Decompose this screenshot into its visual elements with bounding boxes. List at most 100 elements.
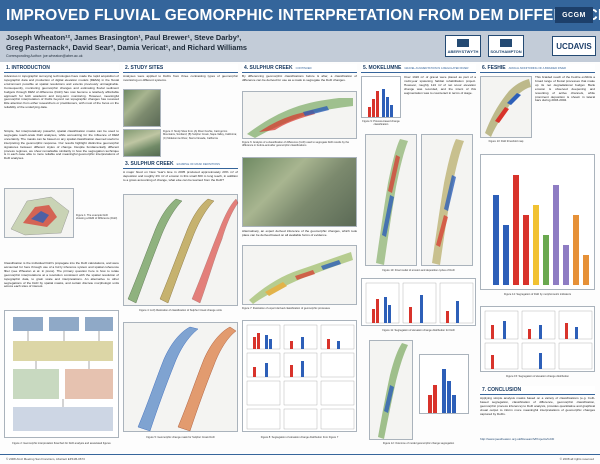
figure-13-dod-threshold (480, 76, 532, 138)
figure-8-caption: Figure 8: Segregation of elevation chang… (260, 436, 339, 439)
sulphur-heading-subtitle: EXAMPLE OF MASK DEFINITIONS (176, 163, 220, 166)
title-bar: IMPROVED FLUVIAL GEOMORPHIC INTERPRETATI… (0, 0, 600, 31)
change-histograms-graphic (246, 324, 355, 430)
expert-classification-graphic (249, 252, 353, 304)
figure-4-caption: Figure 4: A-D) Illustration of classific… (139, 309, 222, 312)
change-mask-graphic (137, 326, 237, 432)
sulphur-continued-subtitle: CONTINUED (295, 67, 312, 70)
feshie-heading-subtitle: ANNUAL MONITORING OF A BRAIDED RIVER (508, 67, 566, 70)
figure-7-expert-classification (242, 245, 357, 305)
figure-14-morphometric-charts (480, 154, 595, 290)
sulphur-continued-paragraph-1: By differencing geomorphic classificatio… (242, 74, 357, 82)
column-study-sites: 2. STUDY SITES Analyses were applied to … (123, 64, 239, 452)
poster-title: IMPROVED FLUVIAL GEOMORPHIC INTERPRETATI… (6, 7, 600, 24)
dod-map-graphic (10, 196, 70, 236)
southampton-crest-icon (500, 38, 512, 47)
intro-paragraph-3: Classification is the individual DoD's p… (4, 261, 119, 289)
distribution-histograms-graphic (484, 310, 593, 370)
figure-11-caption: Figure 11: Segregation of elevation chan… (382, 329, 455, 332)
authors-line-1: Joseph Wheaton¹², James Brasington¹, Pau… (6, 33, 242, 42)
figure-13-caption: Figure 13: DoD threshold map (488, 140, 524, 143)
southampton-logo-text: SOUTHAMPTON (490, 48, 522, 54)
figure-6-caption: Figure 6: Analysis of a classification o… (242, 141, 350, 148)
aberystwyth-logo: ABERYSTWYTH (445, 35, 481, 57)
poster-header: IMPROVED FLUVIAL GEOMORPHIC INTERPRETATI… (0, 0, 600, 62)
figure-5-change-mask (123, 322, 238, 432)
figure-8-change-histograms (242, 320, 357, 432)
column-introduction: 1. INTRODUCTION Advances in topographic … (4, 64, 119, 452)
footer-citation: © 2008 AGU Meeting San Francisco, Abstra… (6, 457, 85, 461)
figure-5-caption: Figure 5: Geomorphic change mask for Sul… (146, 436, 215, 439)
figure-12-outcome-histogram (419, 354, 469, 414)
figure-12-caption: Figure 12: Outcome of model geomorphic c… (382, 442, 455, 445)
sulphur-maps-graphic (127, 198, 239, 304)
cod-graphic (247, 98, 353, 138)
study-paragraph-1: Analyses were applied to DoDs from three… (123, 74, 238, 82)
outcome-map-graphic (378, 343, 408, 439)
process-histogram-graphic (368, 89, 393, 117)
figure-9-caption: Figure 9: Process-based change classific… (362, 120, 400, 127)
figure-7-caption: Figure 7: Illustration of expert derived… (242, 307, 330, 310)
sulphur-continued-heading-text: 4. SULPHUR CREEK (244, 65, 293, 71)
figure-9-process-histogram (361, 76, 401, 118)
sulphur-heading-text: 3. SULPHUR CREEK (125, 161, 174, 167)
erosion-deposition-map-graphic (376, 139, 408, 265)
figure-10-erosion-deposition-map (365, 134, 417, 266)
figure-12-outcome-map (369, 340, 413, 440)
authors-line-2: Greg Pasternack⁴, David Sear³, Damia Ver… (6, 43, 248, 52)
mokelumne-heading-text: 5. MOKELUMNE (363, 65, 402, 71)
figure-15-caption: Figure 15: Segregation of elevation chan… (506, 375, 569, 378)
conclusion-link[interactable]: http://www.joewheaton.org.uk/Research/Pr… (480, 437, 555, 441)
figure-3a-feshie-photo (123, 89, 161, 127)
intro-paragraph-1: Advances in topographic surveying techno… (4, 74, 119, 110)
poster-footer: © 2008 AGU Meeting San Francisco, Abstra… (0, 454, 600, 464)
intro-paragraph-2: Simple, but interpretatively powerful, s… (4, 129, 119, 161)
section-heading-study-sites: 2. STUDY SITES (123, 64, 238, 73)
figure-2-caption: Figure 2: Geomorphic interpretation flow… (12, 442, 111, 445)
feshie-heading-text: 6. FESHIE (482, 65, 506, 71)
morphometric-charts-graphic (493, 175, 589, 285)
flowchart-graphic (13, 317, 113, 431)
aberystwyth-logo-text: ABERYSTWYTH (447, 48, 479, 54)
sulphur-continued-paragraph-2: Alternatively, an expert derived inferen… (242, 229, 357, 237)
aberystwyth-crest-icon (457, 38, 469, 47)
contact-email[interactable]: Corresponding Author: joe.wheaton@aber.a… (6, 54, 83, 58)
mokelumne-paragraph-1: Over 1320 m³ of gravel were placed as pa… (404, 75, 476, 95)
figure-10-caption: Figure 10: Final model of erosion and de… (382, 269, 455, 272)
logo-group: GCGM ABERYSTWYTH SOUTHAMPTON UCDAVIS (445, 0, 600, 62)
feshie-paragraph-1: This braided reach of the Feshie exhibit… (535, 75, 595, 103)
figure-3b-sulphur-photo (123, 129, 161, 157)
figure-10-model-map (421, 134, 473, 266)
southampton-logo: SOUTHAMPTON (488, 35, 524, 57)
figure-14-caption: Figure 14: Segregation of DoD by morphom… (503, 293, 572, 296)
dod-threshold-graphic (485, 79, 531, 137)
figure-6-cod-analysis (242, 91, 357, 139)
gcgm-logo: GCGM (555, 7, 593, 23)
figure-4-sulphur-maps (123, 194, 239, 306)
sulphur-paragraph-1: A major flood on New Year's Eve in 2005 … (123, 170, 238, 182)
figure-2-flowchart (4, 310, 119, 438)
conclusion-paragraph: Applying simple analysis masks based on … (480, 396, 595, 416)
model-map-graphic (432, 139, 464, 265)
figure-11-segregation-histograms (361, 278, 476, 326)
footer-rights: © 2008 all rights reserved (559, 457, 594, 461)
figure-1-dod-map (4, 188, 74, 238)
author-list: Joseph Wheaton¹², James Brasington¹, Pau… (6, 33, 406, 53)
figure-1-caption: Figure 1: The example DoD showing a DEM … (76, 214, 118, 221)
segregation-histograms-graphic (365, 282, 474, 324)
outcome-histogram-graphic (428, 369, 456, 413)
section-heading-conclusion: 7. CONCLUSION (480, 386, 595, 395)
ucdavis-logo: UCDAVIS (552, 36, 596, 56)
figure-3-caption: Figure 3: Study Sites from (A) River Fes… (163, 130, 237, 140)
figure-15-distribution-histograms (480, 306, 595, 372)
mokelumne-heading-subtitle: GRAVEL AUGMENTATION IN A REGULATED RIVER (404, 67, 469, 70)
figure-sulphur-aerial-photo (242, 157, 357, 227)
